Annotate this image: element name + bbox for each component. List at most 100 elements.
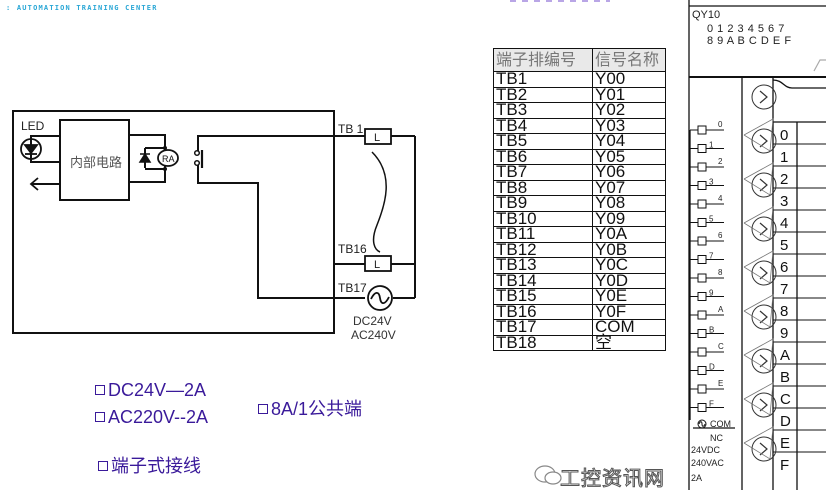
terminal-screw-icon (751, 216, 777, 242)
output-label: 0 (718, 120, 723, 129)
output-label: 9 (709, 289, 714, 298)
load-symbol (697, 125, 707, 135)
load-symbol (697, 218, 707, 227)
table-header-row: 端子排编号 信号名称 (493, 48, 666, 72)
tb16-label: TB16 (338, 242, 367, 256)
terminal-cell: TB1 (493, 70, 593, 88)
qy10-module-drawing: QY10 0 1 2 3 4 5 6 7 8 9 A B C D E F 012… (688, 0, 826, 490)
terminal-number: 3 (780, 193, 788, 210)
led-indicator-row1: 0 1 2 3 4 5 6 7 (707, 23, 785, 35)
led-indicator-row2: 8 9 A B C D E F (707, 35, 792, 47)
note-terminal-type: 端子式接线 (98, 452, 201, 478)
output-label: 6 (718, 231, 723, 240)
signal-cell: Y07 (592, 179, 666, 196)
rating-ac: 240VAC (691, 458, 724, 468)
note-dc-text: DC24V—2A (108, 380, 207, 400)
bullet-square-icon (95, 412, 105, 422)
internal-circuit-label: 内部电路 (70, 155, 122, 170)
terminal-number: 9 (780, 325, 788, 342)
col-header-terminal: 端子排编号 (493, 48, 593, 72)
load-symbol (697, 292, 707, 301)
terminal-number: B (780, 369, 790, 386)
load-symbol (697, 366, 707, 375)
col-header-signal: 信号名称 (592, 48, 666, 72)
wechat-logo-icon (534, 465, 562, 485)
title-fragment (510, 0, 610, 2)
output-label: D (709, 363, 715, 372)
signal-cell: 空 (592, 334, 666, 351)
module-boundary (12, 110, 335, 334)
watermark-text: 工控资讯网 (560, 468, 665, 491)
terminal-number: 2 (780, 171, 788, 188)
load-box-tb16 (364, 255, 392, 272)
load-symbol (697, 384, 707, 394)
terminal-number: 1 (780, 149, 788, 166)
load-symbol (697, 310, 707, 320)
terminal-number: F (780, 457, 789, 474)
led-label: LED (21, 119, 45, 133)
load-symbol (697, 236, 707, 246)
tb17-label: TB17 (338, 281, 367, 295)
note-terminal-text: 端子式接线 (111, 456, 201, 476)
output-label: 1 (709, 141, 714, 150)
bullet-square-icon (258, 404, 268, 414)
output-label: 5 (709, 215, 714, 224)
com-label: COM (710, 419, 731, 429)
signal-cell: Y0F (592, 303, 666, 320)
supply-voltage-dc: DC24V (353, 314, 392, 328)
output-label: A (718, 305, 724, 314)
load-symbol (697, 144, 707, 153)
output-label: F (709, 400, 714, 409)
terminal-number: E (780, 435, 790, 452)
output-label: 7 (709, 252, 714, 261)
output-circuit-diagram: LED 内部电路 RA TB 1 TB16 TB17 L L DC24V AC2… (12, 110, 416, 342)
load-symbol (697, 403, 707, 412)
terminal-screw-icon (751, 172, 777, 198)
signal-cell: Y06 (592, 163, 666, 181)
terminal-screw-icon (751, 260, 777, 286)
output-label: E (718, 379, 723, 388)
terminal-number: 4 (780, 215, 788, 232)
terminal-screw-icon (751, 436, 777, 462)
terminal-screw-icon (751, 84, 777, 110)
com-ac-icon (697, 419, 707, 429)
load-symbol (697, 162, 707, 172)
output-label: 3 (709, 178, 714, 187)
load-symbol (697, 347, 707, 357)
terminal-cell: TB10 (493, 210, 593, 227)
terminal-number: 5 (780, 237, 788, 254)
load-label-2: L (374, 259, 380, 271)
terminal-number: A (780, 347, 790, 364)
output-label: 2 (718, 157, 723, 166)
load-symbol (697, 273, 707, 283)
signal-cell: Y0E (592, 287, 666, 305)
output-label: B (709, 326, 714, 335)
terminal-cell: TB5 (493, 132, 593, 150)
terminal-cell: TB3 (493, 101, 593, 119)
terminal-cell: TB15 (493, 287, 593, 305)
led-icon (20, 138, 42, 160)
header-subtitle: : AUTOMATION TRAINING CENTER (6, 4, 158, 12)
nc-label: NC (710, 433, 723, 443)
load-symbol (697, 255, 707, 264)
terminal-screw-icon (751, 304, 777, 330)
bullet-square-icon (95, 385, 105, 395)
signal-cell: COM (592, 318, 666, 336)
terminal-cell: TB18 (493, 334, 593, 351)
terminal-number: C (780, 391, 791, 408)
load-symbol (697, 329, 707, 338)
terminal-cell: TB17 (493, 318, 593, 336)
signal-cell: Y02 (592, 101, 666, 119)
note-common-text: 8A/1公共端 (271, 399, 363, 419)
signal-cell: Y01 (592, 86, 666, 103)
